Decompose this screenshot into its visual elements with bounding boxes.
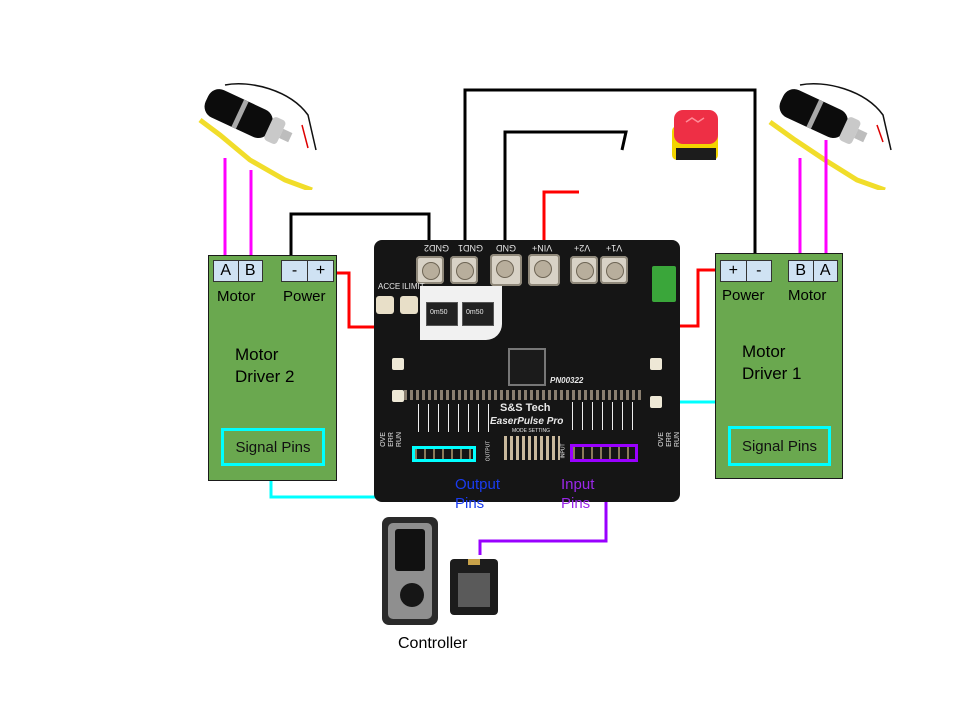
brand-text: S&S Tech bbox=[500, 402, 551, 414]
motor-driver-1: + - Power B A Motor Motor Driver 1 Signa… bbox=[715, 253, 843, 479]
driver1-motor-terminal: B A bbox=[788, 260, 838, 282]
motor-right bbox=[765, 80, 905, 193]
driver2-motor-terminal: A B bbox=[213, 260, 263, 282]
terminal-gnd2 bbox=[416, 256, 444, 284]
status-led-ove-right: OVE bbox=[657, 432, 665, 447]
driver2-power-terminal-neg: - bbox=[282, 261, 308, 281]
driver1-motor-terminal-b: B bbox=[789, 261, 814, 281]
driver1-power-terminal-neg: - bbox=[756, 262, 762, 279]
input-label-grid bbox=[572, 402, 638, 430]
resistor-1 bbox=[426, 302, 458, 326]
motor-right-icon bbox=[768, 83, 892, 193]
terminal-v2 bbox=[570, 256, 598, 284]
status-led-ove-left: OVE bbox=[379, 432, 387, 447]
driver2-signal-pins: Signal Pins bbox=[221, 428, 325, 466]
input-pin-header bbox=[570, 444, 638, 462]
terminal-label-vin: VIN+ bbox=[532, 243, 553, 253]
output-pins-label-line1: Output bbox=[455, 476, 501, 493]
terminal-label-gnd2: GND2 bbox=[424, 243, 450, 253]
mode-setting-text: MODE SETTING bbox=[512, 428, 551, 434]
driver2-motor-label: Motor bbox=[217, 288, 256, 305]
terminal-label-gnd1: GND1 bbox=[458, 243, 484, 253]
motor-driver-2: A B Motor - + Power Motor Driver 2 Signa… bbox=[208, 255, 337, 481]
status-led-err-left: ERR bbox=[387, 432, 395, 447]
driver2-title-line1: Motor bbox=[235, 345, 279, 364]
terminal-label-v1: V1+ bbox=[606, 243, 623, 253]
driver2-motor-terminal-a: A bbox=[214, 261, 239, 281]
terminal-v1 bbox=[600, 256, 628, 284]
controller-input-wire bbox=[478, 470, 608, 555]
motor-left-icon bbox=[198, 83, 317, 193]
driver1-title-line2: Driver 1 bbox=[742, 364, 802, 383]
terminal-gnd bbox=[490, 254, 522, 286]
header-row bbox=[404, 390, 644, 400]
driver1-motor-label: Motor bbox=[788, 287, 827, 304]
resistor-2 bbox=[462, 302, 494, 326]
terminal-label-v2: V2+ bbox=[574, 243, 591, 253]
pot-acce bbox=[376, 296, 394, 314]
part-number: PN00322 bbox=[550, 376, 584, 385]
driver1-power-terminal-pos: + bbox=[721, 261, 747, 281]
input-pins-label-line1: Input bbox=[561, 476, 595, 493]
pot-label-acce: ACCE bbox=[378, 282, 401, 291]
controller-label: Controller bbox=[398, 635, 468, 652]
driver1-ground-wire bbox=[463, 88, 757, 268]
driver2-power-label: Power bbox=[283, 288, 326, 305]
battery-icon bbox=[672, 110, 718, 160]
microcontroller-chip bbox=[508, 348, 546, 386]
input-side-label: INPUT bbox=[560, 443, 567, 459]
resistor-2-label: 0m50 bbox=[466, 309, 484, 316]
pot-label-ilimit: ILIMIT bbox=[402, 282, 425, 291]
battery-ground-wire bbox=[503, 130, 628, 268]
model-text: EaserPulse Pro bbox=[490, 416, 564, 427]
motor-left bbox=[190, 80, 330, 193]
resistor-1-label: 0m50 bbox=[430, 309, 448, 316]
terminal-gnd1 bbox=[450, 256, 478, 284]
output-label-grid bbox=[418, 404, 492, 432]
status-led-run-right: RUN bbox=[674, 431, 680, 448]
button-left-bottom bbox=[392, 390, 404, 402]
input-pins-label-line2: Pins bbox=[561, 495, 591, 512]
input-pins-label: Input Pins bbox=[561, 475, 594, 513]
driver1-motor-terminal-a: A bbox=[819, 262, 831, 279]
driver2-power-terminal: - + bbox=[281, 260, 334, 282]
output-pins-label: Output Pins bbox=[455, 475, 500, 513]
terminal-vin bbox=[528, 254, 560, 286]
driver2-motor-terminal-b: B bbox=[244, 262, 256, 279]
pot-ilimit bbox=[400, 296, 418, 314]
controller bbox=[380, 515, 500, 627]
driver1-power-label: Power bbox=[722, 287, 765, 304]
driver1-title-line1: Motor bbox=[742, 342, 786, 361]
controller-board: GND2 GND1 GND VIN+ V2+ V1+ ACCE ILIMIT 0… bbox=[374, 240, 680, 502]
output-side-label: OUTPUT bbox=[485, 440, 492, 462]
status-led-err-right: ERR bbox=[665, 432, 673, 447]
mode-dip-switches bbox=[504, 436, 560, 460]
driver2-title: Motor Driver 2 bbox=[235, 344, 295, 388]
terminal-label-gnd: GND bbox=[496, 243, 516, 253]
button-right-bottom bbox=[650, 396, 662, 408]
output-pins-label-line2: Pins bbox=[455, 495, 485, 512]
status-led-run-left: RUN bbox=[396, 431, 404, 448]
output-pin-header bbox=[412, 446, 476, 462]
driver2-power-terminal-pos: + bbox=[315, 262, 326, 279]
battery bbox=[668, 108, 728, 168]
driver1-power-terminal: + - bbox=[720, 260, 772, 282]
controller-icon bbox=[382, 517, 498, 625]
green-terminal-block bbox=[652, 266, 676, 302]
driver1-title: Motor Driver 1 bbox=[742, 341, 802, 385]
driver1-signal-pins: Signal Pins bbox=[728, 426, 831, 466]
button-left-top bbox=[392, 358, 404, 370]
driver2-title-line2: Driver 2 bbox=[235, 367, 295, 386]
button-right-top bbox=[650, 358, 662, 370]
